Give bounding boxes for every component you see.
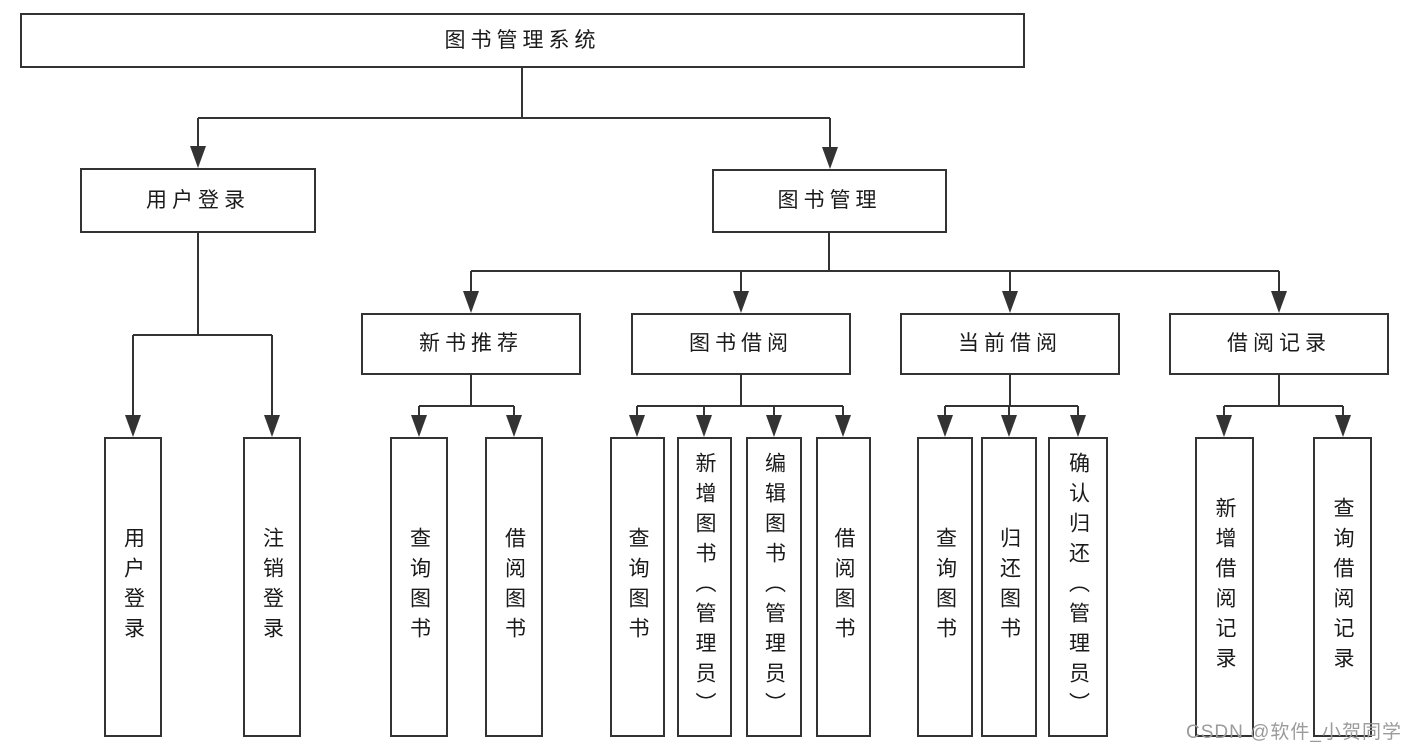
arrowheads (125, 146, 1351, 437)
node-label: 图书管理 (777, 189, 882, 213)
arrow-down-icon (411, 415, 427, 437)
node-label: 查询图书 (407, 527, 431, 647)
connector-paths (132, 68, 1344, 416)
node-label: 借阅图书 (832, 527, 855, 647)
arrow-down-icon (937, 415, 953, 437)
arrow-down-icon (1216, 415, 1232, 437)
node-label: 借阅图书 (502, 527, 526, 647)
connector-user-login-children (132, 233, 273, 416)
arrow-down-icon (1271, 291, 1287, 313)
csdn-watermark: CSDN @软件_小贺同学 (1186, 722, 1402, 743)
node-label: 确认归还（管理员） (1066, 452, 1090, 722)
node-leaf-return-book: 归还图书 (981, 437, 1037, 737)
node-current-borrowing: 当前借阅 (900, 313, 1120, 375)
node-label: 新增借阅记录 (1213, 497, 1236, 677)
node-leaf-edit-book-admin: 编辑图书（管理员） (746, 437, 802, 737)
arrow-down-icon (1002, 291, 1018, 313)
connector-new-book-children (418, 375, 515, 416)
node-leaf-query-borrow-record: 查询借阅记录 (1313, 437, 1372, 737)
connector-book-borrow-children (636, 375, 844, 416)
connector-current-borrow-children (944, 375, 1079, 416)
node-leaf-logout: 注销登录 (243, 437, 301, 737)
connector-root-to-level1 (197, 68, 831, 149)
connector-book-mgmt-sections (470, 233, 1280, 292)
node-label: 新增图书（管理员） (693, 452, 716, 722)
node-root: 图书管理系统 (20, 13, 1025, 68)
node-leaf-user-login: 用户登录 (104, 437, 162, 737)
node-leaf-add-borrow-record: 新增借阅记录 (1195, 437, 1254, 737)
node-label: 注销登录 (260, 527, 284, 647)
arrow-down-icon (1335, 415, 1351, 437)
arrow-down-icon (835, 415, 851, 437)
node-leaf-borrow-books-1: 借阅图书 (485, 437, 543, 737)
node-label: 查询借阅记录 (1331, 497, 1354, 677)
node-leaf-query-books-1: 查询图书 (390, 437, 448, 737)
node-leaf-query-books-3: 查询图书 (917, 437, 973, 737)
node-book-borrowing: 图书借阅 (631, 313, 851, 375)
arrow-down-icon (766, 415, 782, 437)
node-label: 查询图书 (933, 527, 957, 647)
node-label: 当前借阅 (958, 332, 1062, 356)
node-root-label: 图书管理系统 (444, 28, 601, 52)
node-book-management: 图书管理 (712, 169, 947, 233)
node-label: 图书借阅 (689, 332, 793, 356)
arrow-down-icon (822, 147, 838, 169)
arrow-down-icon (125, 415, 141, 437)
arrow-down-icon (190, 146, 206, 168)
node-label: 用户登录 (146, 188, 250, 212)
arrow-down-icon (264, 415, 280, 437)
node-leaf-add-book-admin: 新增图书（管理员） (677, 437, 732, 737)
connector-borrow-record-children (1223, 375, 1344, 416)
arrow-down-icon (1070, 415, 1086, 437)
node-label: 查询图书 (626, 527, 649, 647)
arrow-down-icon (629, 415, 645, 437)
node-borrowing-records: 借阅记录 (1169, 313, 1389, 375)
arrow-down-icon (506, 415, 522, 437)
node-new-book-recommend: 新书推荐 (361, 313, 581, 375)
node-label: 用户登录 (121, 527, 145, 647)
node-label: 新书推荐 (419, 332, 523, 356)
node-label: 借阅记录 (1227, 332, 1331, 356)
arrow-down-icon (696, 415, 712, 437)
node-label: 归还图书 (997, 527, 1021, 647)
node-leaf-borrow-books-2: 借阅图书 (816, 437, 871, 737)
node-leaf-confirm-return-admin: 确认归还（管理员） (1048, 437, 1108, 737)
node-user-login-branch: 用户登录 (80, 168, 316, 233)
arrow-down-icon (463, 291, 479, 313)
node-label: 编辑图书（管理员） (762, 452, 786, 722)
node-leaf-query-books-2: 查询图书 (610, 437, 665, 737)
arrow-down-icon (1001, 415, 1017, 437)
arrow-down-icon (733, 291, 749, 313)
